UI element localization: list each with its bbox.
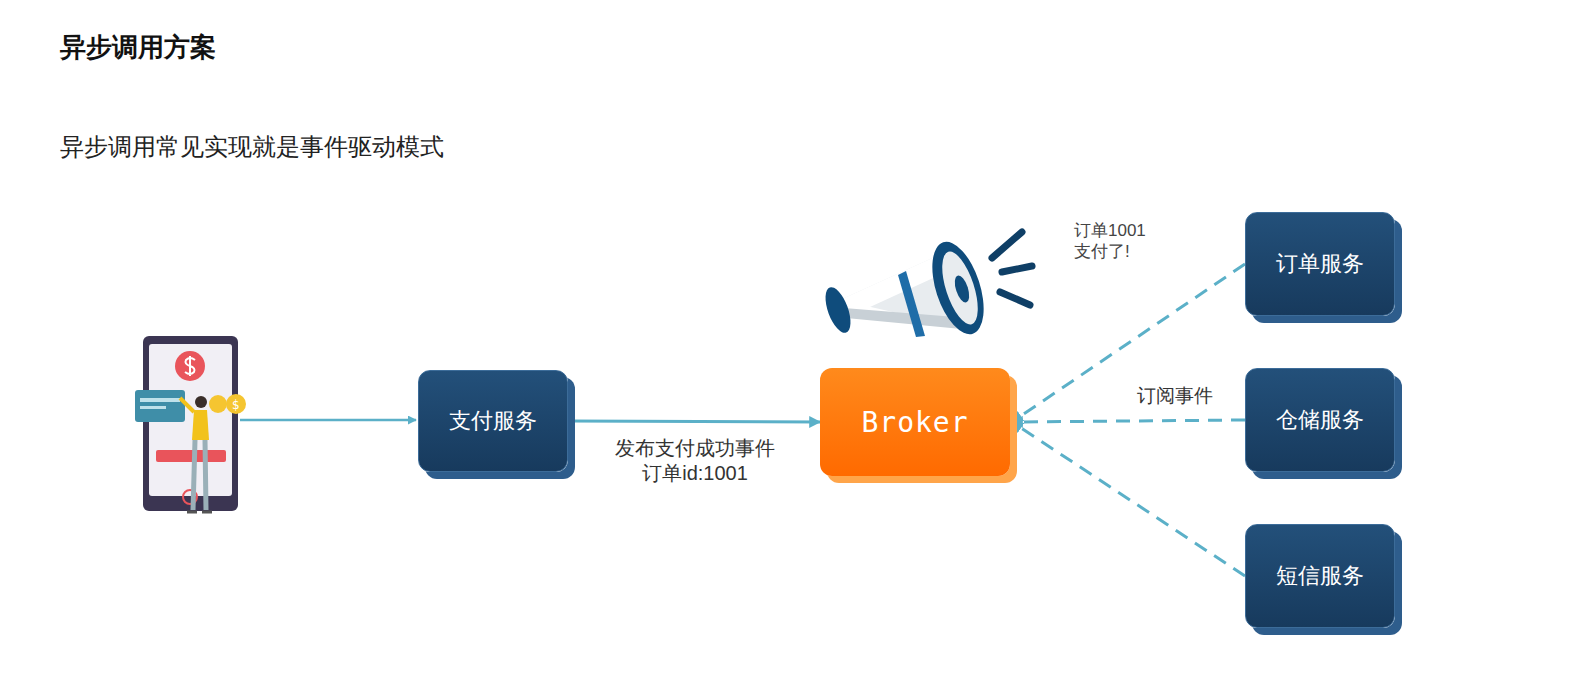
service-box: 支付服务 (418, 370, 568, 472)
subscribe-line (1012, 422, 1245, 576)
svg-text:$: $ (232, 398, 240, 412)
title: 异步调用方案 (60, 30, 216, 65)
edge-label: 订阅事件 (1125, 384, 1225, 408)
service-box: 订单服务 (1245, 212, 1395, 316)
service-box: 短信服务 (1245, 524, 1395, 628)
node-label: 订单服务 (1270, 249, 1370, 279)
subscribe-line (1012, 264, 1245, 422)
megaphone-icon (820, 232, 1032, 340)
user-arrow (240, 419, 416, 422)
note-text: 订单1001 支付了! (1074, 220, 1174, 263)
node-label: 支付服务 (443, 406, 543, 436)
service-box: 仓储服务 (1245, 368, 1395, 472)
node-label: Broker (855, 406, 974, 439)
phone-illustration: $ (135, 336, 246, 512)
subtitle: 异步调用常见实现就是事件驱动模式 (60, 132, 660, 162)
node-label: 仓储服务 (1270, 405, 1370, 435)
edge-label: 发布支付成功事件 订单id:1001 (595, 436, 795, 486)
subscribe-line (1012, 420, 1245, 422)
publish-arrow (570, 421, 820, 422)
node-label: 短信服务 (1270, 561, 1370, 591)
broker-box: Broker (820, 368, 1010, 476)
